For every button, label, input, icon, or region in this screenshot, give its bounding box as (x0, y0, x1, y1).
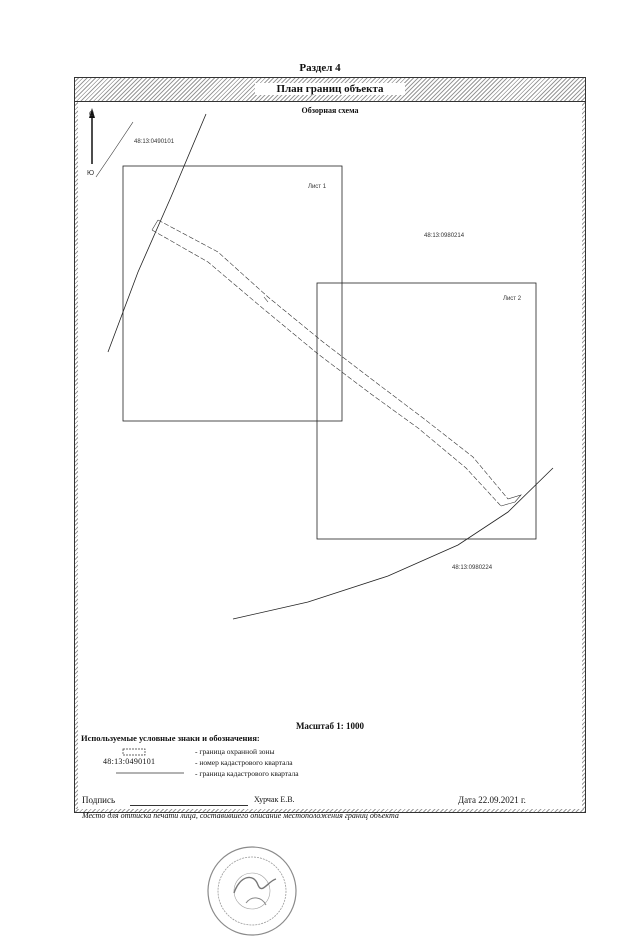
quarter-label-right: 48:13:0980214 (424, 233, 465, 239)
legend-item-quarter-number: - номер кадастрового квартала (195, 758, 293, 767)
compass-icon (89, 108, 95, 164)
quarter-label-bottom: 48:13:0980224 (452, 565, 493, 571)
frame-hatch-right (582, 102, 585, 812)
quarter-boundary-bottom (232, 467, 554, 620)
frame-hatch-left (75, 102, 78, 812)
legend-item-zone: - граница охранной зоны (195, 747, 275, 756)
plan-area: Обзорная схема С Ю Лист 1 Лист 2 (78, 102, 582, 936)
signature-label: Подпись (82, 795, 116, 805)
sheet-1-frame (122, 165, 343, 422)
document-frame: План границ объекта Обзорная схема С Ю Л… (74, 77, 586, 936)
seal-stamp (207, 846, 297, 936)
legend-item-boundary: - граница кадастрового квартала (195, 769, 299, 778)
legend-zone-symbol (122, 748, 146, 756)
signer-name: Хурчак Е.В. (254, 795, 295, 804)
scale-text: Масштаб 1: 1000 (295, 721, 365, 731)
scheme-title: Обзорная схема (301, 106, 359, 115)
quarter-label-top-left: 48:13:0490101 (134, 139, 175, 145)
compass-north: С (89, 111, 94, 118)
signature-date: Дата 22.09.2021 г. (458, 795, 526, 805)
legend-title: Используемые условные знаки и обозначени… (81, 733, 260, 743)
quarter-boundary-left (107, 113, 207, 353)
compass-south: Ю (87, 170, 94, 177)
sheet-1-label: Лист 1 (308, 184, 327, 190)
sheet-2-label: Лист 2 (503, 296, 522, 302)
stamp-place-note: Место для оттиска печати лица, составивш… (82, 811, 399, 820)
document-title: План границ объекта (255, 83, 405, 95)
overview-map: С Ю Лист 1 Лист 2 48:13:0490101 48:13:09… (87, 108, 554, 620)
protection-zone (151, 219, 522, 507)
legend-boundary-symbol (116, 772, 184, 774)
section-label: Раздел 4 (299, 62, 341, 74)
sheet-2-frame (316, 282, 537, 540)
quarter-boundary-short (95, 121, 134, 178)
signature-line (130, 805, 248, 806)
frame-hatch-bottom (75, 809, 585, 812)
legend-quarter-number-symbol: 48:13:0490101 (103, 757, 156, 766)
